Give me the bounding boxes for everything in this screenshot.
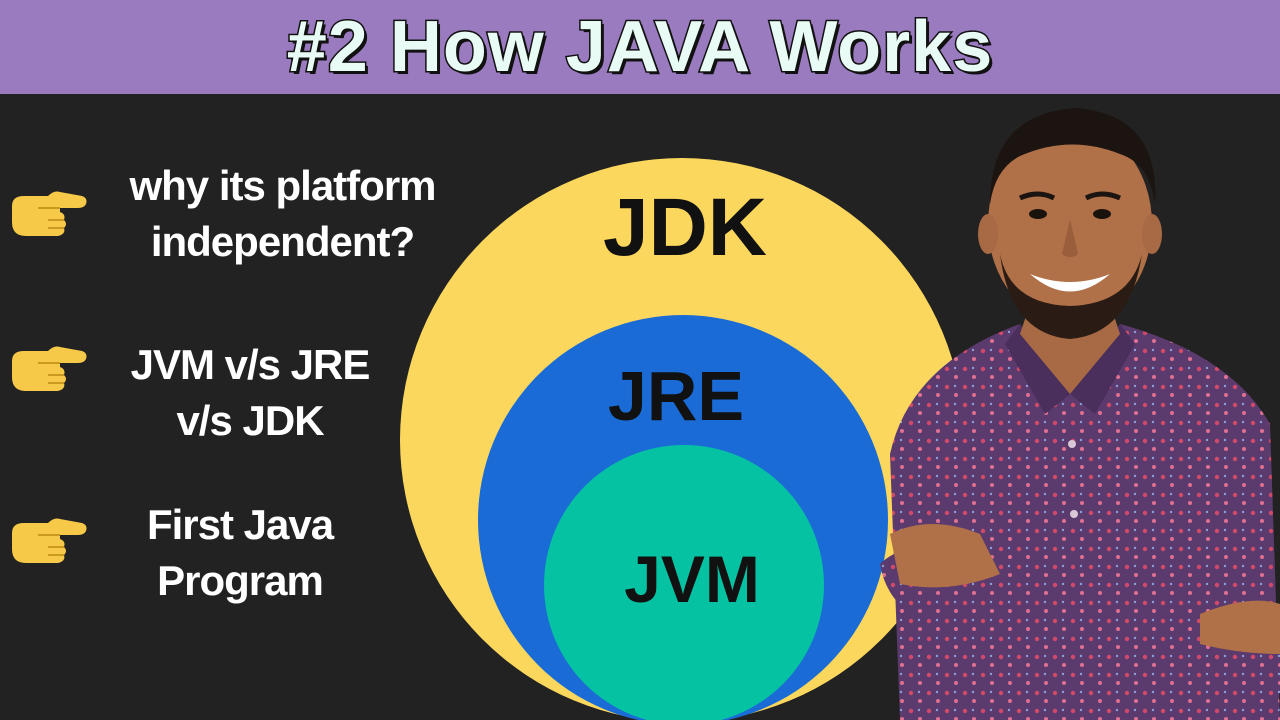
pointing-hand-icon bbox=[12, 518, 87, 563]
topic-line: v/s JDK bbox=[176, 397, 324, 444]
jdk-label: JDK bbox=[603, 182, 767, 273]
jvm-label: JVM bbox=[624, 542, 760, 616]
topic-text: why its platform independent? bbox=[90, 158, 475, 270]
jvm-circle bbox=[544, 445, 824, 720]
topic-text: First Java Program bbox=[55, 497, 425, 609]
topic-line: First Java bbox=[146, 501, 334, 548]
title-bar: #2 How JAVA Works bbox=[0, 0, 1280, 94]
topic-item: First Java Program bbox=[0, 497, 480, 617]
topic-line: JVM v/s JRE bbox=[130, 341, 371, 388]
topic-line: independent? bbox=[150, 218, 415, 265]
pointing-hand-icon bbox=[12, 191, 87, 236]
topic-line: why its platform bbox=[129, 162, 436, 209]
topic-item: JVM v/s JRE v/s JDK bbox=[0, 337, 480, 457]
topic-list: why its platform independent? JVM v/s JR… bbox=[0, 94, 480, 720]
jre-label: JRE bbox=[608, 357, 744, 435]
pointing-hand-icon bbox=[12, 346, 87, 391]
topic-line: Program bbox=[157, 557, 324, 604]
page-title: #2 How JAVA Works bbox=[285, 7, 994, 87]
presenter-photo bbox=[880, 108, 1280, 720]
topic-text: JVM v/s JRE v/s JDK bbox=[70, 337, 430, 449]
topic-item: why its platform independent? bbox=[0, 156, 480, 276]
